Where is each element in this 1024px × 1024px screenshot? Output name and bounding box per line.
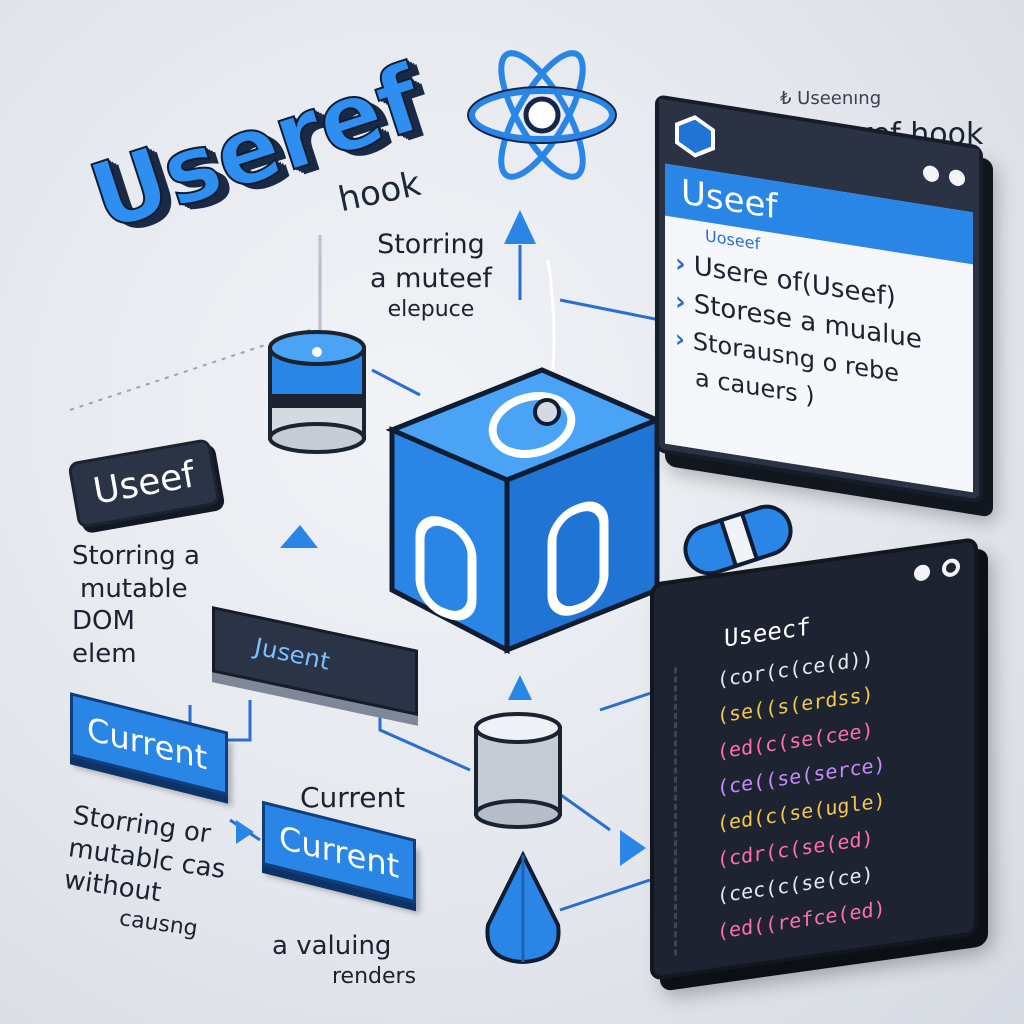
useref-window: Useef Uoseef ›Usere of(Useef) ›Storese a… bbox=[655, 94, 983, 504]
current-mid-label: Current bbox=[300, 781, 406, 814]
small-cylinder-icon bbox=[474, 712, 562, 829]
chevron-icon: › bbox=[675, 286, 686, 318]
useref-window-titlebar bbox=[659, 98, 979, 214]
code-dot-1[interactable] bbox=[914, 563, 930, 582]
drop-icon bbox=[485, 850, 561, 965]
bottom-left-desc: Storring or mutablc cas without causng bbox=[58, 800, 232, 946]
pill-icon bbox=[683, 504, 793, 576]
bottom-mid-line-1: a valuing bbox=[272, 931, 392, 961]
bottom-mid-line-2: renders bbox=[332, 963, 417, 989]
code-window-titlebar bbox=[654, 542, 974, 633]
hexagon-icon bbox=[675, 115, 715, 158]
window-dot-2[interactable] bbox=[949, 168, 965, 188]
atom-icon bbox=[467, 50, 617, 180]
code-window: Useecf (cor(c(ce(d)) (se((s(erdss) (ed(c… bbox=[650, 536, 978, 982]
cylinder-icon bbox=[268, 330, 366, 454]
bottom-mid-desc: a valuing renders bbox=[272, 930, 416, 990]
left-desc-line-2: mutable bbox=[80, 573, 188, 604]
left-desc-line-4: elem bbox=[72, 638, 137, 669]
code-lines: (cor(c(ce(d)) (se((s(erdss) (ed(c(se(cee… bbox=[674, 625, 974, 956]
storing-top-line-2: a muteef bbox=[370, 262, 492, 294]
top-right-line-1: ₺ Useenıng bbox=[780, 88, 882, 109]
cube-icon bbox=[385, 367, 662, 655]
storing-top-line-1: Storring bbox=[377, 229, 485, 260]
storing-top-label: Storring a muteef elepuce bbox=[370, 228, 492, 323]
storing-top-line-3: elepuce bbox=[387, 296, 475, 322]
gear-icon[interactable] bbox=[940, 555, 962, 580]
chevron-icon: › bbox=[675, 248, 686, 280]
left-desc-line-1: Storring a bbox=[72, 541, 200, 571]
left-desc: Storring a mutable DOM elem bbox=[72, 540, 200, 670]
chevron-icon: › bbox=[675, 324, 685, 354]
window-dot-1[interactable] bbox=[923, 164, 939, 184]
useref-window-body: Useef Uoseef ›Usere of(Useef) ›Storese a… bbox=[665, 163, 973, 493]
left-desc-line-3: DOM bbox=[72, 606, 135, 636]
useref-window-title: Useef bbox=[681, 172, 778, 228]
